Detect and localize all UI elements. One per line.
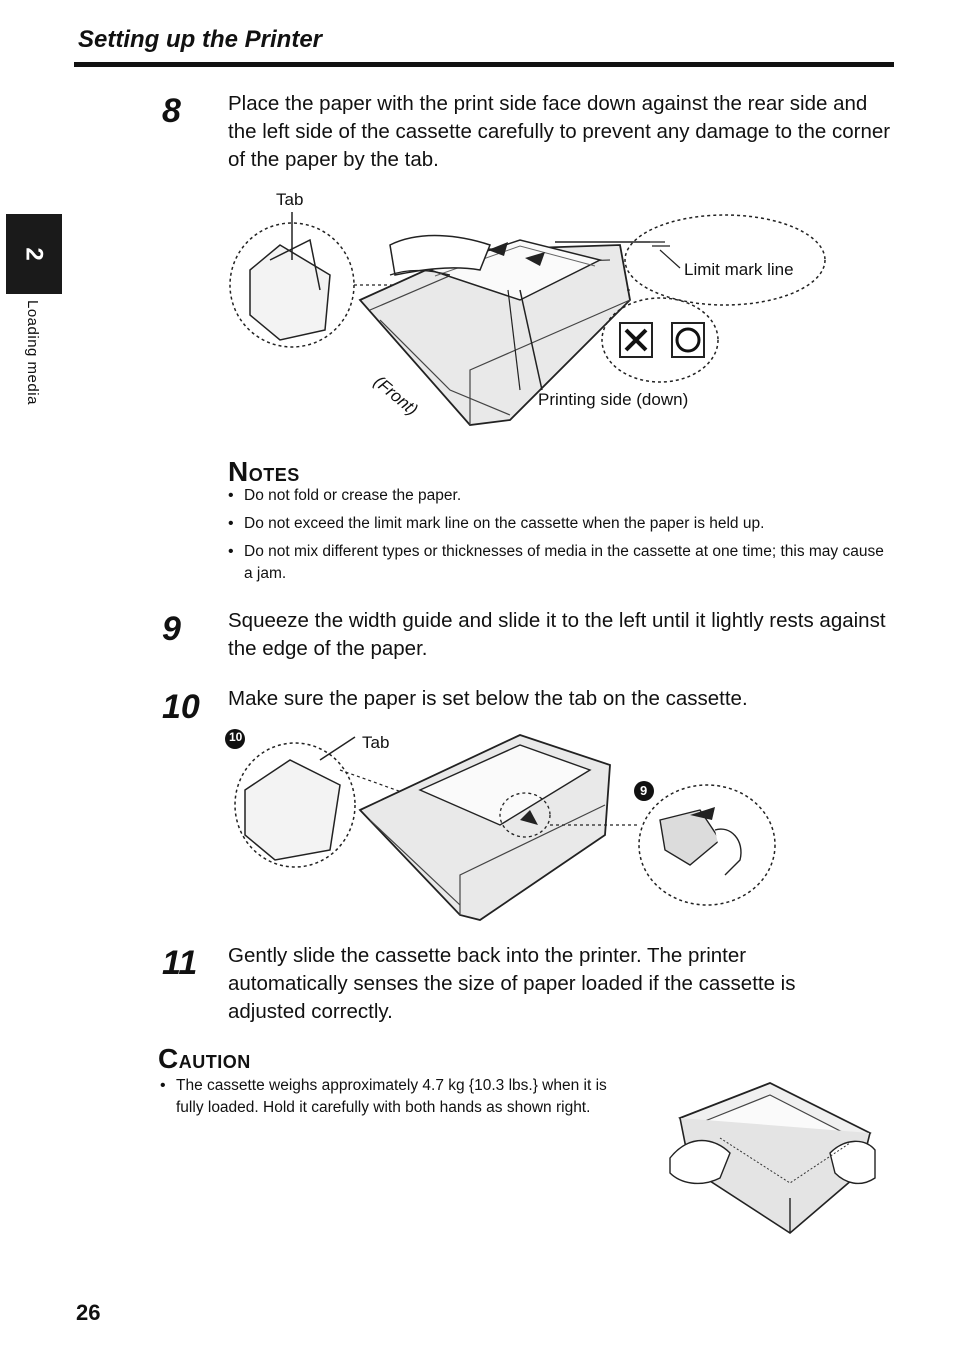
notes-item: Do not exceed the limit mark line on the… <box>224 513 894 535</box>
caution-heading: CAUTION <box>158 1043 251 1075</box>
fig1-printing-side-label: Printing side (down) <box>538 390 689 409</box>
figure-carry-cassette <box>660 1078 890 1238</box>
notes-item: Do not mix different types or thicknesse… <box>224 541 894 585</box>
step-11-text: Gently slide the cassette back into the … <box>228 944 796 1023</box>
callout-9-label: 9 <box>640 783 648 798</box>
step-11-number: 11 <box>162 944 198 982</box>
chapter-label: Loading media <box>24 300 41 405</box>
figure-cassette-loading-art <box>229 212 826 426</box>
figure-cassette-loading: Tab Limit mark line Printing side (down)… <box>220 190 840 440</box>
fig1-limit-label: Limit mark line <box>684 260 794 279</box>
header-rule <box>74 62 894 67</box>
step-8-number: 8 <box>162 92 181 130</box>
caution-item: The cassette weighs approximately 4.7 kg… <box>156 1075 636 1119</box>
notes-list: Do not fold or crease the paper. Do not … <box>224 485 894 591</box>
step-9-number: 9 <box>162 610 181 648</box>
chapter-tab: 2 <box>6 214 62 294</box>
fig1-tab-label: Tab <box>276 190 304 209</box>
step-10-text: Make sure the paper is set below the tab… <box>228 687 748 710</box>
figure-cassette-tab-check-art <box>225 729 776 921</box>
fig2-tab-label: Tab <box>362 733 390 752</box>
notes-heading-rest: OTES <box>248 465 300 485</box>
chapter-number: 2 <box>20 247 48 261</box>
notes-item: Do not fold or crease the paper. <box>224 485 894 507</box>
caution-heading-initial: C <box>158 1043 179 1074</box>
callout-10-label: 10 <box>229 730 243 744</box>
figure-cassette-tab-check: 10 Tab 9 <box>220 725 790 930</box>
step-8-text: Place the paper with the print side face… <box>228 92 891 171</box>
step-9-text: Squeeze the width guide and slide it to … <box>228 609 886 660</box>
figure-carry-cassette-art <box>669 1082 876 1234</box>
step-10-number: 10 <box>162 688 200 726</box>
notes-heading: NOTES <box>228 456 300 488</box>
caution-list: The cassette weighs approximately 4.7 kg… <box>156 1075 636 1125</box>
page-number: 26 <box>76 1300 101 1325</box>
notes-heading-initial: N <box>228 456 249 487</box>
caution-heading-rest: AUTION <box>178 1052 251 1072</box>
page-header-title: Setting up the Printer <box>78 26 323 53</box>
